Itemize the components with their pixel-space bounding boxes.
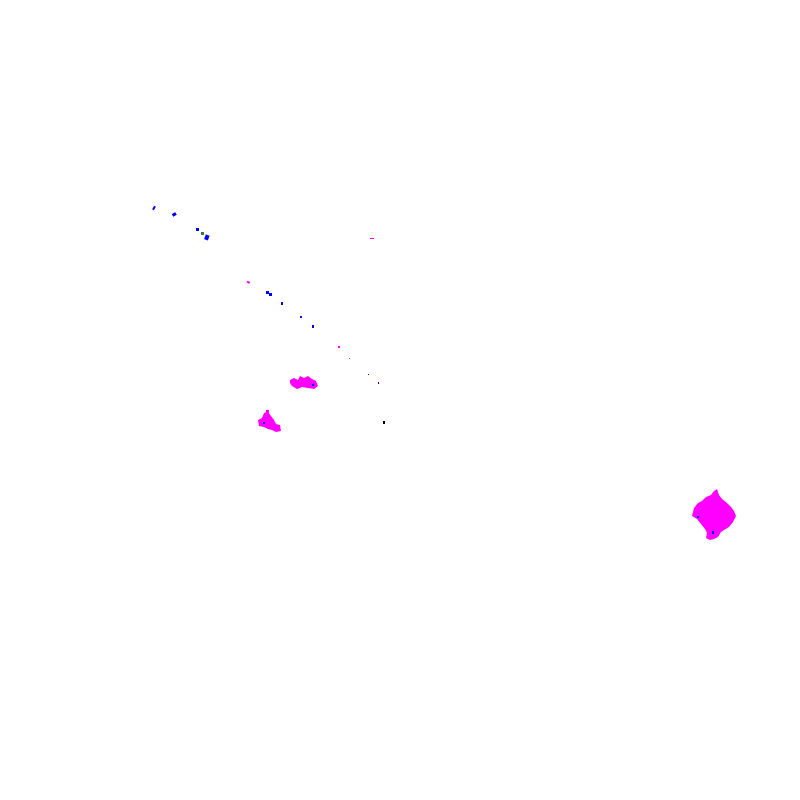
blob-cluster-small-upper — [290, 376, 318, 389]
blue-speck — [152, 205, 156, 211]
blue-speck — [378, 382, 379, 384]
blue-speck — [171, 212, 177, 217]
dark-speck — [383, 421, 385, 424]
blue-speck — [196, 228, 199, 231]
blue-speck — [281, 302, 283, 305]
blob-cluster-small-lower — [258, 410, 281, 432]
blue-speck — [368, 374, 369, 375]
green-speck — [201, 232, 204, 235]
blue-speck — [312, 325, 314, 328]
speck-trail — [152, 205, 385, 424]
blue-speck — [204, 234, 210, 241]
magenta-speck — [246, 280, 251, 284]
blue-speck — [269, 293, 272, 296]
magenta-speck — [370, 238, 374, 239]
magenta-speck — [338, 346, 340, 348]
blob-cluster-large — [692, 489, 736, 540]
blue-speck — [266, 291, 269, 294]
magenta-speck — [349, 358, 350, 359]
blue-speck — [300, 316, 302, 318]
